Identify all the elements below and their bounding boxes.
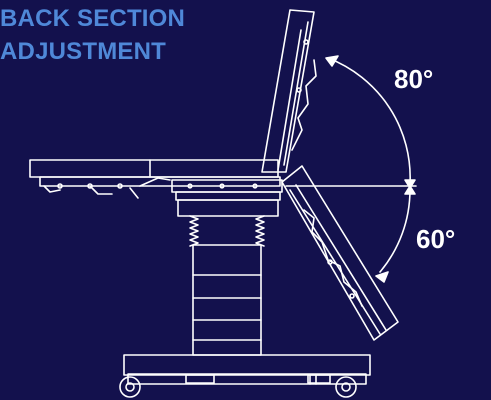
seat-section <box>29 159 283 201</box>
title-line-1: BACK SECTION <box>0 5 186 32</box>
column-head <box>177 199 279 217</box>
caster-wheel-right <box>335 376 357 398</box>
caster-wheel-left <box>119 376 141 398</box>
title-line-2: ADJUSTMENT <box>0 38 167 65</box>
bellows-right <box>255 215 265 247</box>
table-column <box>192 244 262 356</box>
lower-arc-arrowhead <box>375 271 389 283</box>
lower-arc-start-arrowhead <box>404 185 416 195</box>
back-section-lower <box>281 165 399 341</box>
bellows-left <box>189 215 199 247</box>
lower-angle-label: 60° <box>416 224 456 254</box>
back-section-upper <box>261 9 317 173</box>
upper-angle-label: 80° <box>394 64 434 94</box>
table-base <box>123 354 371 385</box>
angle-indicator <box>285 55 417 283</box>
lower-angle-arc <box>379 189 411 273</box>
upper-arc-end-arrowhead <box>404 179 416 189</box>
upper-angle-arc <box>327 57 411 185</box>
diagram-title: BACK SECTION ADJUSTMENT <box>0 2 185 68</box>
upper-arc-arrowhead <box>325 55 339 67</box>
